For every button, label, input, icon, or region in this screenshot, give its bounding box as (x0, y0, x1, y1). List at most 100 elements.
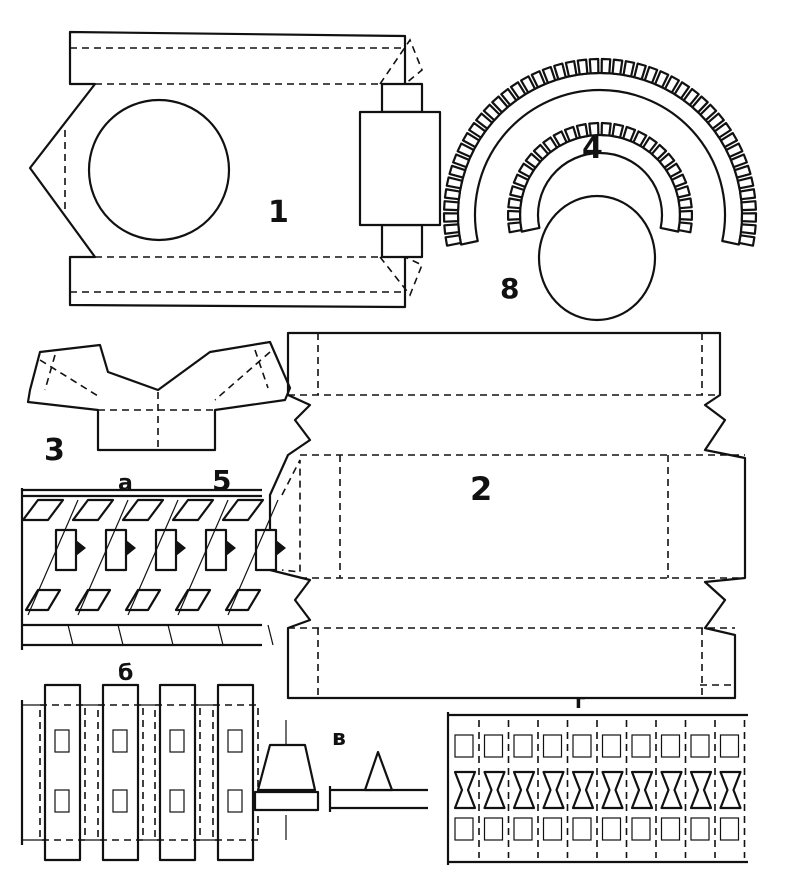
track-b-tile-fold (212, 704, 259, 841)
ring-tooth (563, 125, 578, 143)
track-b-window (169, 789, 185, 813)
ring-tooth (491, 95, 509, 114)
track-a-link (21, 498, 65, 522)
track-b-tile (101, 683, 140, 862)
ring-tooth (444, 234, 462, 247)
ring-tooth (706, 112, 725, 130)
track-a-diagonal (227, 499, 279, 616)
track-g-bowtie (689, 770, 713, 810)
ring-tooth (643, 65, 659, 84)
ring-tooth (736, 176, 755, 190)
track-g-bowtie (601, 770, 624, 810)
track-a-slot (174, 588, 212, 612)
track-g-cell-top (719, 734, 740, 758)
ring-tooth (530, 70, 546, 89)
ring-tooth (600, 121, 612, 137)
track-a-notch (76, 540, 86, 556)
ring-tooth (576, 58, 589, 76)
track-g-cell-top (513, 734, 533, 758)
ring-tooth (633, 62, 647, 81)
ring-tooth (665, 162, 683, 179)
ring-tooth (733, 164, 752, 179)
ring-tooth (719, 131, 739, 149)
ring-tooth (509, 81, 527, 100)
ring-tooth (738, 234, 756, 247)
track-g-cell-top (660, 734, 681, 758)
ring-tooth (677, 221, 693, 234)
ring-tooth (674, 185, 691, 199)
track-b-tile-fold (97, 704, 144, 841)
label-sub-v: в (332, 726, 346, 751)
track-a-slot (224, 588, 262, 612)
part-5b-track-tiles: б (20, 661, 259, 862)
ring-teeth (506, 121, 694, 234)
track-a-link (121, 498, 165, 522)
ring-tooth (611, 123, 625, 139)
track-b-window (227, 729, 243, 753)
track-b-tile-fold (154, 704, 201, 841)
ring-tooth (448, 164, 467, 179)
track-g-cell-bottom (631, 817, 651, 841)
ring-tooth (445, 176, 464, 190)
ring-tooth (506, 209, 522, 221)
track-b-tile (158, 683, 197, 862)
track-g-bowtie (571, 770, 595, 810)
track-a-diagonal (177, 499, 229, 616)
ring-tooth (532, 143, 550, 161)
track-g-cell-bottom (660, 817, 681, 841)
part-4-turret-ring: 4 (442, 57, 758, 247)
track-g-bowtie (660, 770, 683, 810)
track-a-tick (117, 624, 124, 646)
track-g-cell-bottom (572, 817, 592, 841)
track-a-notch (176, 540, 186, 556)
part-3-bracket: 3 (26, 340, 292, 468)
track-g-cell-bottom (513, 817, 533, 841)
track-b-window (169, 729, 185, 753)
ring-tooth (622, 60, 636, 78)
track-g-cell-bottom (483, 817, 504, 841)
ring-tooth (673, 81, 691, 100)
ring-tooth (475, 112, 494, 130)
track-a-tick (67, 624, 74, 646)
ring-tooth (564, 60, 578, 78)
label-part-4: 4 (582, 131, 603, 166)
ring-tooth (552, 130, 568, 147)
track-g-cell-bottom (601, 817, 622, 841)
track-a-link (221, 498, 265, 522)
track-b-tile-fold (39, 704, 86, 841)
ring-tooth (740, 200, 758, 212)
track-g-cell-bottom (719, 817, 740, 841)
track-a-pad (204, 528, 228, 572)
ring-tooth (507, 197, 523, 210)
track-g-bowtie (453, 770, 477, 810)
track-b-tile (216, 683, 255, 862)
track-g-cell-top (601, 734, 622, 758)
track-a-link (171, 498, 215, 522)
ring-tooth (677, 197, 693, 210)
track-g-cell-top (690, 734, 710, 758)
label-sub-b: б (118, 661, 133, 686)
label-part-2: 2 (470, 470, 492, 508)
track-a-notch (226, 540, 236, 556)
ring-tooth (740, 212, 758, 223)
ring-tooth (443, 223, 461, 235)
ring-tooth (575, 123, 589, 139)
ring-tooth (442, 200, 460, 212)
ring-tooth (622, 125, 637, 143)
track-a-pad (104, 528, 128, 572)
ring-tooth (663, 75, 680, 94)
track-a-diagonal (127, 499, 179, 616)
track-g-cell-bottom (542, 817, 563, 841)
part-5a-track-strip: а 5 (20, 464, 286, 650)
ring-tooth (670, 173, 688, 189)
track-a-pad (254, 528, 278, 572)
ring-tooth (611, 58, 624, 76)
ring-tooth (691, 95, 709, 114)
ring-tooth (699, 103, 718, 122)
track-b-window (112, 789, 128, 813)
track-g-cell-bottom (690, 817, 710, 841)
track-g-bowtie (483, 770, 506, 810)
track-b-window (54, 789, 70, 813)
ring-tooth (713, 121, 732, 139)
